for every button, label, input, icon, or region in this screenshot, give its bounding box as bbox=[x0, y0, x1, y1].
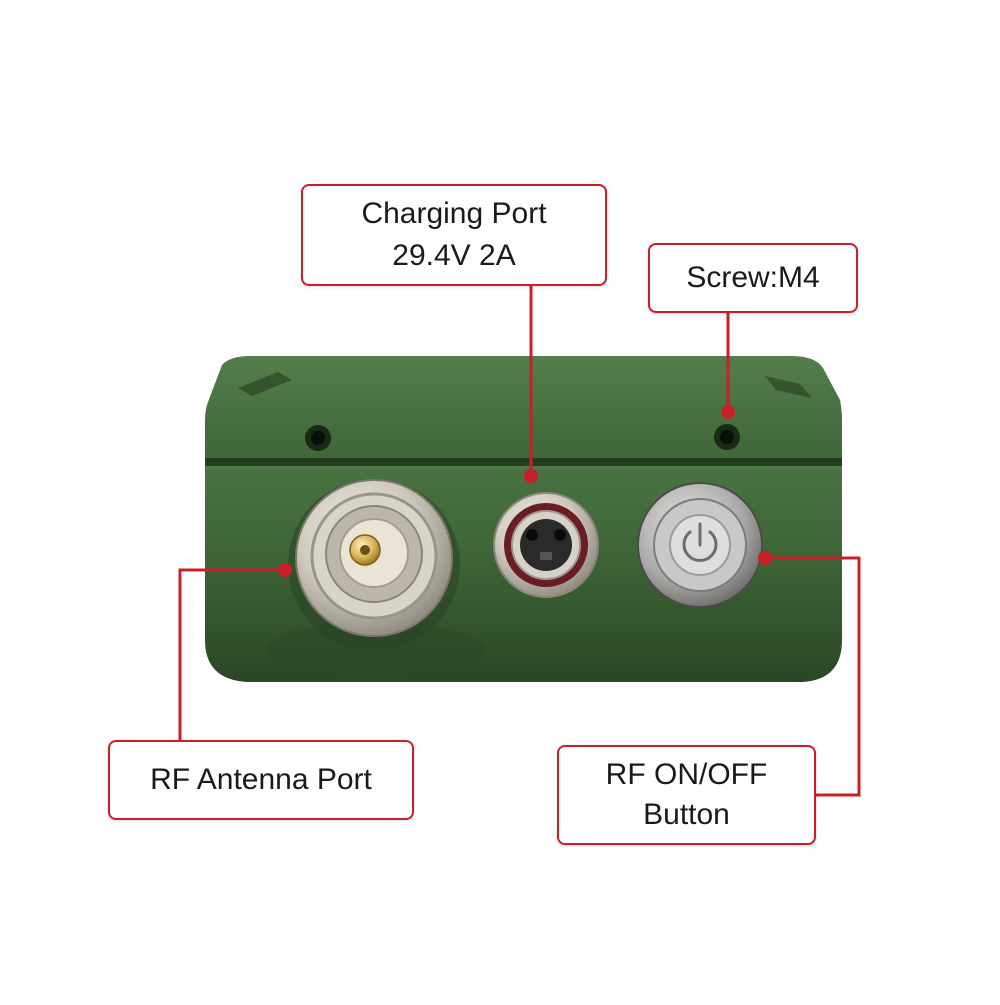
rf-button-line1: RF ON/OFF bbox=[605, 758, 768, 791]
rf-button-line2: Button bbox=[643, 798, 730, 831]
callout-charging-port: Charging Port 29.4V 2A bbox=[301, 184, 607, 286]
screw-hole-right bbox=[714, 424, 740, 450]
callout-rf-antenna-port: RF Antenna Port bbox=[108, 740, 414, 820]
charging-port-connector bbox=[493, 492, 599, 598]
left-corner-notch bbox=[238, 372, 292, 396]
power-symbol-icon bbox=[682, 530, 718, 562]
lid-seam-highlight bbox=[205, 466, 842, 469]
leader-lines bbox=[178, 286, 861, 797]
lid-seam bbox=[205, 458, 842, 466]
screw-label: Screw:M4 bbox=[686, 261, 820, 294]
callout-rf-button: RF ON/OFF Button bbox=[557, 745, 816, 845]
callout-screw: Screw:M4 bbox=[648, 243, 858, 313]
leader-rf-antenna bbox=[178, 568, 285, 740]
leader-dots bbox=[278, 405, 772, 577]
dot-screw bbox=[721, 405, 735, 419]
dot-rf-antenna bbox=[278, 563, 292, 577]
power-button bbox=[637, 482, 763, 608]
screw-hole-left bbox=[305, 425, 331, 451]
charging-port-title: Charging Port bbox=[361, 197, 547, 230]
rf-antenna-connector bbox=[288, 479, 460, 651]
right-corner-notch bbox=[765, 376, 812, 398]
rf-antenna-label: RF Antenna Port bbox=[150, 763, 372, 796]
dot-charging bbox=[524, 469, 538, 483]
leader-rf-button bbox=[765, 556, 861, 797]
enclosure-lid bbox=[205, 356, 842, 462]
charging-port-spec: 29.4V 2A bbox=[392, 239, 516, 272]
dot-rf-button bbox=[758, 551, 772, 565]
